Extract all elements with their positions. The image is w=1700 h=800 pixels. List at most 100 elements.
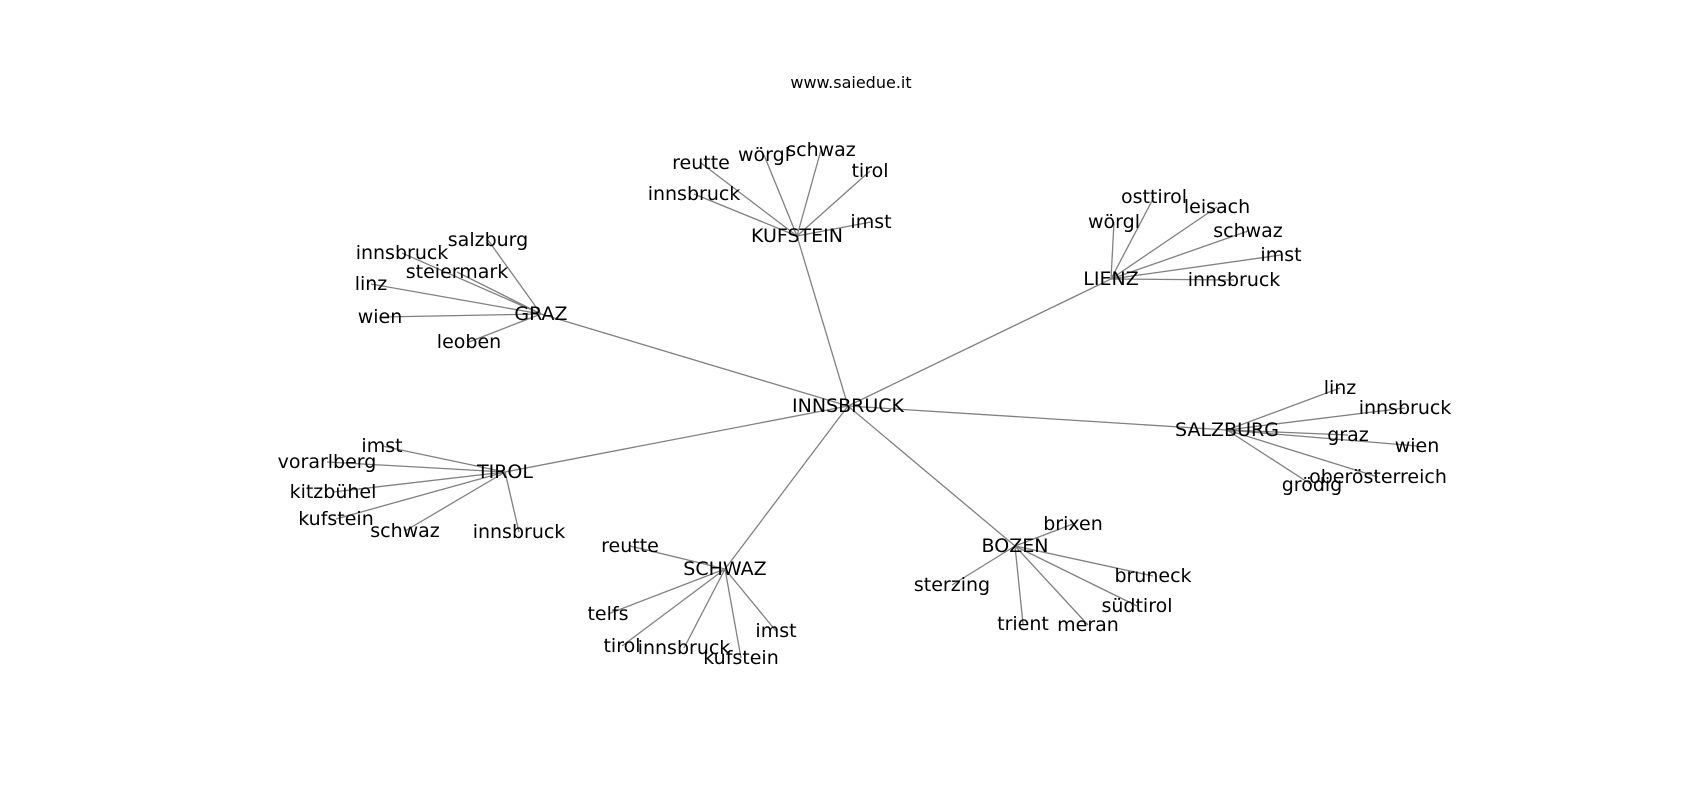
node-graz-steiermark: steiermark	[406, 261, 508, 283]
edge-salzburg-innsbruck	[1226, 407, 1406, 431]
edge-lienz-schwaz	[1110, 230, 1249, 280]
node-tirol-innsbruck: innsbruck	[473, 521, 566, 543]
edge-salzburg-graz	[1226, 429, 1349, 436]
node-salzburg: SALZBURG	[1175, 419, 1279, 441]
node-bozen-sterzing: sterzing	[914, 574, 990, 596]
node-bozen-trient: trient	[997, 613, 1049, 635]
node-graz-salzburg: salzburg	[448, 229, 528, 251]
node-salzburg-graz: graz	[1327, 424, 1369, 446]
node-kufstein-schwaz: schwaz	[786, 139, 856, 161]
edge-innsbruck-lienz	[847, 278, 1112, 407]
edge-graz-leoben	[468, 313, 542, 343]
edges	[326, 149, 1418, 659]
edge-tirol-kufstein	[335, 471, 506, 520]
node-schwaz-innsbruck: innsbruck	[638, 637, 731, 659]
node-schwaz: SCHWAZ	[683, 558, 766, 580]
edge-salzburg-oberoesterreich	[1226, 429, 1379, 478]
edge-tirol-innsbruck	[504, 471, 520, 533]
edge-bozen-sterzing	[951, 545, 1016, 586]
node-kufstein-woergl: wörgl	[738, 144, 790, 166]
edge-graz-salzburg	[487, 239, 542, 315]
node-schwaz-tirol: tirol	[603, 635, 640, 657]
node-salzburg-groedig: grödig	[1282, 474, 1342, 496]
edge-kufstein-schwaz	[796, 149, 822, 237]
node-kufstein: KUFSTEIN	[751, 225, 843, 247]
node-bozen: BOZEN	[982, 535, 1049, 557]
edge-graz-innsbruck	[401, 252, 542, 315]
edge-salzburg-groedig	[1226, 429, 1313, 486]
node-lienz-woergl: wörgl	[1088, 211, 1140, 233]
edge-innsbruck-schwaz	[724, 405, 849, 570]
node-salzburg-oberoesterreich: oberösterreich	[1309, 466, 1447, 488]
node-tirol-vorarlberg: vorarlberg	[278, 451, 377, 473]
node-salzburg-innsbruck: innsbruck	[1359, 397, 1452, 419]
node-tirol-kitzbuehel: kitzbühel	[290, 481, 377, 503]
node-lienz: LIENZ	[1083, 268, 1138, 290]
node-bozen-meran: meran	[1057, 614, 1119, 636]
edge-kufstein-imst	[796, 221, 872, 237]
node-graz: GRAZ	[514, 303, 567, 325]
node-lienz-schwaz: schwaz	[1213, 220, 1283, 242]
edge-schwaz-imst	[724, 568, 777, 632]
node-graz-linz: linz	[355, 273, 388, 295]
node-innsbruck: INNSBRUCK	[792, 395, 904, 417]
node-schwaz-telfs: telfs	[587, 603, 628, 625]
node-bozen-bruneck: bruneck	[1114, 565, 1191, 587]
edge-bozen-bruneck	[1014, 545, 1154, 577]
edge-salzburg-linz	[1226, 387, 1341, 431]
node-salzburg-linz: linz	[1324, 377, 1357, 399]
edge-innsbruck-bozen	[847, 405, 1016, 547]
edge-innsbruck-graz	[540, 313, 849, 407]
edge-lienz-osttirol	[1110, 196, 1155, 280]
node-tirol-kufstein: kufstein	[298, 508, 374, 530]
node-bozen-brixen: brixen	[1043, 513, 1103, 535]
node-lienz-leisach: leisach	[1184, 196, 1250, 218]
edge-kufstein-tirol	[796, 170, 871, 237]
node-graz-wien: wien	[358, 306, 403, 328]
edge-schwaz-innsbruck	[683, 568, 726, 649]
edge-tirol-kitzbuehel	[332, 471, 506, 493]
edge-tirol-vorarlberg	[326, 461, 506, 473]
node-kufstein-reutte: reutte	[672, 152, 730, 174]
edge-graz-wien	[379, 313, 542, 318]
edge-bozen-suedtirol	[1014, 545, 1138, 607]
node-schwaz-reutte: reutte	[601, 535, 659, 557]
edge-innsbruck-salzburg	[847, 405, 1228, 431]
node-graz-innsbruck: innsbruck	[356, 242, 449, 264]
edge-lienz-imst	[1110, 254, 1282, 280]
node-lienz-osttirol: osttirol	[1121, 186, 1187, 208]
edge-salzburg-wien	[1226, 429, 1418, 447]
node-kufstein-innsbruck: innsbruck	[648, 183, 741, 205]
node-salzburg-wien: wien	[1395, 435, 1440, 457]
edge-schwaz-telfs	[607, 568, 726, 615]
edge-tirol-schwaz	[404, 471, 506, 532]
edge-schwaz-tirol	[621, 568, 726, 647]
edge-bozen-brixen	[1014, 523, 1074, 547]
node-schwaz-kufstein: kufstein	[703, 647, 779, 669]
node-lienz-innsbruck: innsbruck	[1188, 269, 1281, 291]
node-tirol-imst: imst	[361, 435, 402, 457]
edge-graz-steiermark	[456, 271, 542, 315]
edge-kufstein-innsbruck	[693, 193, 798, 237]
edge-lienz-innsbruck	[1110, 278, 1235, 281]
node-schwaz-imst: imst	[755, 620, 796, 642]
node-kufstein-imst: imst	[850, 211, 891, 233]
edge-schwaz-reutte	[629, 545, 726, 570]
edge-kufstein-woergl	[763, 154, 798, 237]
edge-schwaz-kufstein	[724, 568, 742, 659]
diagram-title: www.saiedue.it	[790, 73, 911, 92]
node-kufstein-tirol: tirol	[851, 160, 888, 182]
node-lienz-imst: imst	[1260, 244, 1301, 266]
edge-innsbruck-kufstein	[796, 235, 849, 407]
edge-tirol-imst	[381, 445, 506, 473]
edge-lienz-leisach	[1110, 206, 1218, 280]
edge-innsbruck-tirol	[504, 405, 849, 473]
node-tirol: TIROL	[476, 461, 533, 483]
edge-kufstein-reutte	[700, 162, 798, 237]
edge-graz-linz	[370, 283, 542, 315]
edge-bozen-meran	[1014, 545, 1089, 626]
edge-bozen-trient	[1014, 545, 1024, 625]
node-graz-leoben: leoben	[437, 331, 501, 353]
